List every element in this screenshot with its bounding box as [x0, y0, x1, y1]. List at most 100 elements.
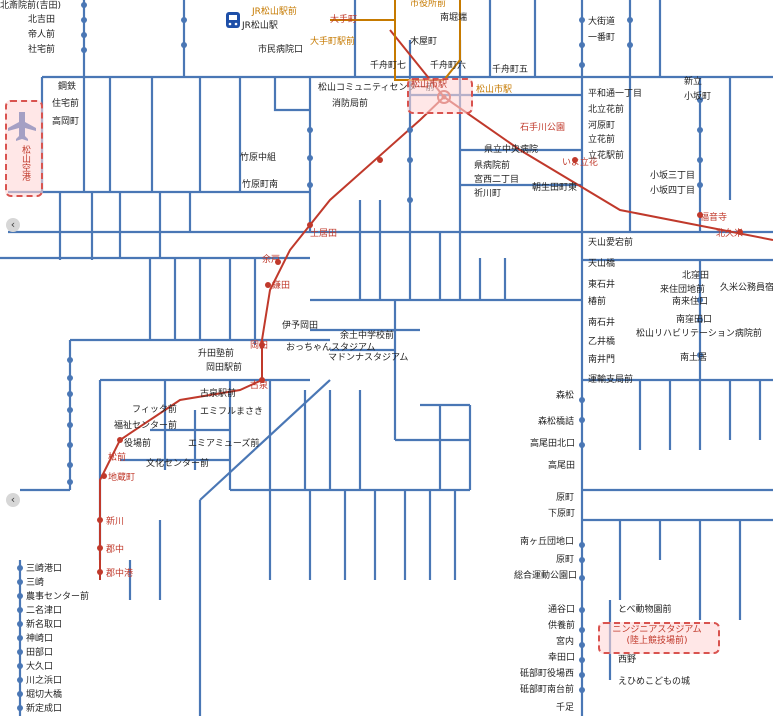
label-haga: 鎌田 — [272, 279, 290, 291]
label-misc-38: 一番町 — [588, 31, 615, 43]
label-misc-41: 千舟町七 — [370, 59, 406, 71]
right-stop-23: 千足 — [556, 702, 574, 713]
label-misc-12: 余土中学校前 — [340, 329, 394, 341]
label-kokubu: 土居田 — [310, 227, 337, 239]
left-stop-3: 二名津口 — [26, 604, 62, 616]
label-fukuonji: 福音寺 — [700, 211, 727, 223]
label-misc-9: 伊予岡田 — [282, 319, 318, 331]
label-misc-31: 立花駅前 — [588, 149, 624, 161]
label-misc-1: フィッタ前 — [132, 403, 177, 415]
matsuyama-shi-eki-highlight[interactable] — [407, 78, 473, 114]
left-stop-7: 大久口 — [26, 660, 53, 672]
label-jr-matsuyama: JR松山駅 — [241, 19, 278, 31]
label-misc-28: 小坂三丁目 — [650, 170, 695, 181]
left-stop-6: 田部口 — [26, 646, 53, 658]
right-stop-5: 乙井橋 — [588, 335, 615, 347]
label-c1-5: 住宅前 — [52, 97, 79, 109]
right-stop-18: 供養前 — [548, 619, 575, 631]
right-stop-3: 椿前 — [588, 295, 606, 307]
right-stop-15: 原町 — [556, 554, 574, 565]
left-stop-list: 三崎港口 三崎 農事センター前 二名津口 新名取口 神崎口 田部口 大久口 川之… — [26, 562, 89, 714]
label-jr-matsuyama-eki: JR松山駅前 — [251, 5, 297, 17]
label-misc-23: 県立中央病院 — [484, 143, 538, 155]
label-iyotachibana: いよ立花 — [562, 156, 598, 168]
label-misc-15: えひめこどもの城 — [618, 676, 690, 687]
stop-markers — [17, 2, 703, 711]
label-c3-6: 竹原町南 — [242, 178, 278, 190]
right-stop-19: 宮内 — [556, 635, 574, 647]
right-stop-8: 森松 — [556, 389, 574, 401]
scroll-left-arrow-lower-icon[interactable]: ‹ — [6, 493, 20, 507]
right-stop-6: 南井門 — [588, 353, 615, 365]
right-stop-9: 森松橋詰 — [538, 415, 574, 427]
label-misc-21: 松山リハビリテーション病院前 — [636, 327, 762, 339]
label-misc-6: 古泉駅前 — [200, 387, 236, 399]
label-misc-7: 升田塾前 — [198, 347, 234, 359]
label-c1-1: 北吉田 — [28, 14, 55, 25]
label-misc-14: 西野 — [618, 654, 636, 665]
ninjinia-line2: (陸上競技場前) — [626, 636, 688, 646]
right-stop-22: 砥部町南台前 — [520, 683, 574, 695]
right-stop-10: 高尾田北口 — [530, 437, 575, 449]
label-misc-2: 福祉センター前 — [114, 419, 177, 431]
label-misc-24: 県病院前 — [474, 159, 510, 171]
label-misc-27: 朝生田町東 — [532, 181, 577, 193]
label-misc-20: 南土居 — [680, 351, 707, 363]
label-matsumae: 松前 — [108, 451, 126, 463]
label-misc-34: 平和通一丁目 — [588, 88, 642, 99]
ninjinia-stadium-highlight[interactable] — [598, 622, 720, 654]
label-c1-0: 北斎院前(吉田) — [0, 0, 61, 11]
label-jizoucho: 地蔵町 — [108, 471, 135, 483]
train-icon — [226, 12, 240, 28]
label-niikawa: 新川 — [106, 515, 124, 527]
right-stop-12: 原町 — [556, 492, 574, 503]
label-misc-3: 役場前 — [124, 437, 151, 449]
label-misc-25: 宮西二丁目 — [474, 173, 519, 185]
right-stop-14: 南ヶ丘団地口 — [520, 535, 574, 547]
label-misc-29: 小坂四丁目 — [650, 185, 695, 196]
label-misc-10: おっちゃんスタジアム — [286, 342, 375, 353]
label-misc-39: 千舟町五 — [492, 63, 528, 75]
right-stop-4: 南石井 — [588, 316, 615, 328]
label-misc-33: 北立花前 — [588, 103, 624, 115]
label-misc-0: エミフルまさき — [200, 406, 263, 417]
airport-highlight[interactable] — [5, 100, 43, 197]
label-c3-5: 竹原中組 — [240, 151, 276, 163]
right-stop-list: 天山愛宕前 天山橋 東石井 椿前 南石井 乙井橋 南井門 運輸支局前 森松 森松… — [514, 236, 633, 713]
label-ishite: 石手川公園 — [520, 121, 565, 133]
left-stop-2: 農事センター前 — [26, 590, 89, 602]
right-stop-13: 下原町 — [548, 508, 575, 519]
label-misc-18: 南来住口 — [672, 295, 708, 307]
left-stop-5: 神崎口 — [26, 632, 53, 644]
label-misc-32: 河原町 — [588, 119, 615, 131]
right-stop-21: 砥部町役場西 — [520, 667, 574, 679]
ninjinia-stadium-label: ニンジニアスタジアム (陸上競技場前) — [600, 625, 714, 647]
label-misc-37: 大街道 — [588, 15, 615, 27]
label-c1-3: 社宅前 — [28, 43, 55, 55]
label-misc-16: 北窪田 — [682, 269, 709, 281]
label-minami: 南堀端 — [440, 11, 467, 23]
label-c4-1: 消防局前 — [332, 97, 368, 109]
right-stop-1: 天山橋 — [588, 257, 615, 269]
right-stop-17: 通谷口 — [548, 604, 575, 615]
label-misc-22: 久米公務員宿舎前 — [720, 281, 773, 293]
scroll-left-arrow-icon[interactable]: ‹ — [6, 218, 20, 232]
label-shiyakusho: 市役所前 — [410, 0, 446, 9]
matsuyama-shi-eki-label: 松山市駅 — [410, 80, 447, 90]
right-stop-2: 東石井 — [588, 278, 615, 290]
label-misc-30: 立花前 — [588, 133, 615, 145]
label-misc-5: 文化センター前 — [146, 457, 209, 469]
right-stop-16: 総合運動公園口 — [514, 569, 577, 581]
right-stop-7: 運輸支局前 — [588, 373, 633, 385]
right-stop-20: 幸田口 — [548, 652, 575, 663]
airport-label: 松山空港 — [20, 145, 30, 181]
right-stop-0: 天山愛宕前 — [588, 236, 633, 248]
label-zendo: 余戸 — [262, 253, 280, 265]
label-gunchu: 郡中 — [106, 543, 124, 555]
label-c1-6: 高岡町 — [52, 115, 79, 127]
label-misc-4: エミアミューズ前 — [188, 437, 259, 449]
left-stop-9: 堀切大橋 — [26, 688, 62, 700]
label-misc-11: マドンナスタジアム — [328, 352, 408, 363]
label-misc-35: 新立 — [684, 75, 702, 87]
